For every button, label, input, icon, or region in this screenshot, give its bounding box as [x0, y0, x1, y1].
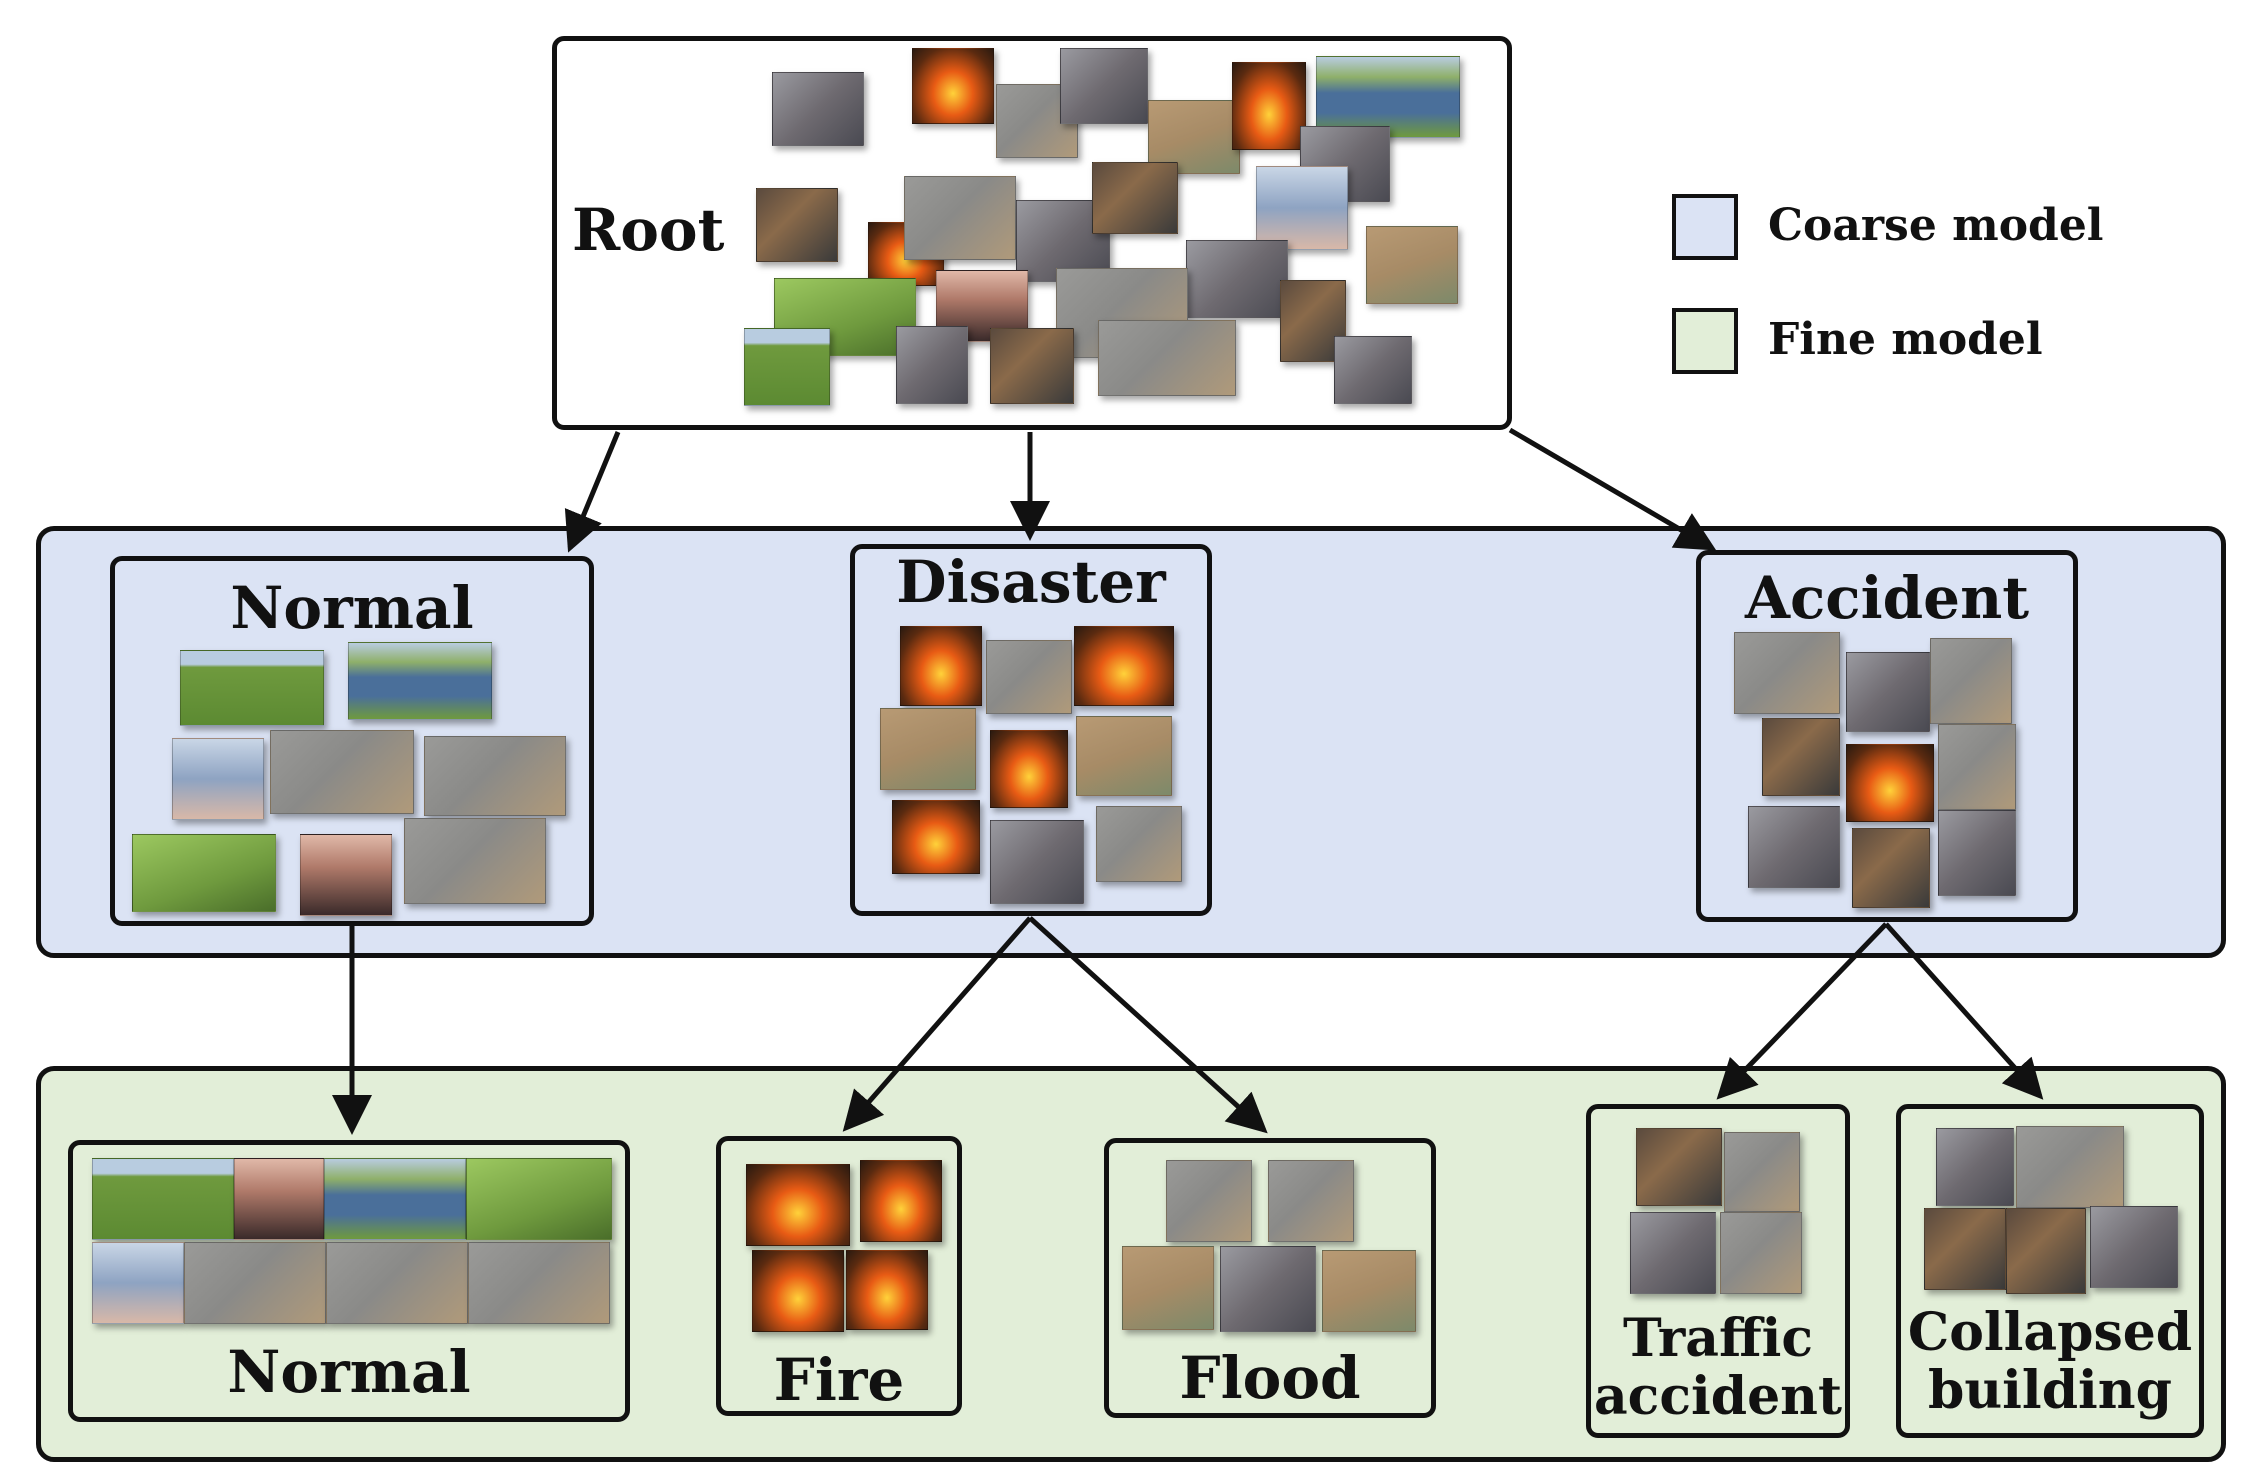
- fine-collapsed-label-line2: building: [1928, 1360, 2172, 1421]
- photo-thumbnail: [1322, 1250, 1416, 1332]
- photo-thumbnail: [404, 818, 546, 904]
- fine-fire-label: Fire: [773, 1346, 905, 1414]
- photo-thumbnail: [1924, 1208, 2006, 1290]
- coarse-node-normal: Normal: [110, 556, 594, 926]
- photo-thumbnail: [892, 800, 980, 874]
- photo-thumbnail: [1846, 652, 1930, 732]
- photo-thumbnail: [1930, 638, 2012, 724]
- photo-thumbnail: [1166, 1160, 1252, 1242]
- photo-thumbnail: [756, 188, 838, 262]
- fine-model-legend-label: Fine model: [1768, 314, 2043, 365]
- photo-thumbnail: [846, 1250, 928, 1330]
- photo-thumbnail: [1720, 1212, 1802, 1294]
- photo-thumbnail: [1268, 1160, 1354, 1242]
- fine-normal-label: Normal: [227, 1338, 471, 1406]
- coarse-model-swatch: [1672, 194, 1738, 260]
- photo-thumbnail: [900, 626, 982, 706]
- photo-thumbnail: [1256, 166, 1348, 250]
- photo-thumbnail: [896, 326, 968, 404]
- photo-thumbnail: [744, 328, 830, 406]
- photo-thumbnail: [1334, 336, 1412, 404]
- photo-thumbnail: [772, 72, 864, 146]
- photo-thumbnail: [990, 730, 1068, 808]
- photo-thumbnail: [1316, 56, 1460, 138]
- photo-thumbnail: [1060, 48, 1148, 124]
- photo-thumbnail: [180, 650, 324, 726]
- photo-thumbnail: [1074, 626, 1174, 706]
- photo-thumbnail: [132, 834, 276, 912]
- photo-thumbnail: [424, 736, 566, 816]
- photo-thumbnail: [1734, 632, 1840, 714]
- fine-node-collapsed-building: Collapsed building: [1896, 1104, 2204, 1438]
- photo-thumbnail: [172, 738, 264, 820]
- photo-thumbnail: [2016, 1126, 2124, 1208]
- root-label: Root: [572, 196, 725, 264]
- fine-flood-label: Flood: [1179, 1344, 1361, 1412]
- photo-thumbnail: [468, 1242, 610, 1324]
- photo-thumbnail: [92, 1158, 234, 1240]
- photo-thumbnail: [990, 820, 1084, 904]
- photo-thumbnail: [1122, 1246, 1214, 1330]
- photo-thumbnail: [348, 642, 492, 720]
- photo-thumbnail: [746, 1164, 850, 1246]
- photo-thumbnail: [324, 1158, 466, 1240]
- photo-thumbnail: [1852, 828, 1930, 908]
- photo-thumbnail: [1846, 744, 1934, 822]
- coarse-normal-label: Normal: [230, 574, 474, 642]
- fine-node-flood: Flood: [1104, 1138, 1436, 1418]
- photo-thumbnail: [912, 48, 994, 124]
- photo-thumbnail: [1092, 162, 1178, 234]
- photo-thumbnail: [752, 1250, 844, 1332]
- fine-node-fire: Fire: [716, 1136, 962, 1416]
- photo-thumbnail: [234, 1158, 324, 1240]
- fine-model-swatch: [1672, 308, 1738, 374]
- photo-thumbnail: [1630, 1212, 1716, 1294]
- photo-thumbnail: [1220, 1246, 1316, 1332]
- photo-thumbnail: [1098, 320, 1236, 396]
- photo-thumbnail: [1076, 716, 1172, 796]
- photo-thumbnail: [986, 640, 1072, 714]
- fine-collapsed-label-line1: Collapsed: [1907, 1302, 2193, 1363]
- photo-thumbnail: [92, 1242, 184, 1324]
- coarse-model-legend-label: Coarse model: [1768, 200, 2104, 251]
- photo-thumbnail: [1936, 1128, 2014, 1206]
- photo-thumbnail: [300, 834, 392, 916]
- photo-thumbnail: [1762, 718, 1840, 796]
- photo-thumbnail: [1938, 810, 2016, 896]
- photo-thumbnail: [1724, 1132, 1800, 1212]
- photo-thumbnail: [1148, 100, 1240, 174]
- photo-thumbnail: [326, 1242, 468, 1324]
- photo-thumbnail: [1232, 62, 1306, 150]
- photo-thumbnail: [2090, 1206, 2178, 1288]
- photo-thumbnail: [1366, 226, 1458, 304]
- coarse-disaster-label: Disaster: [896, 548, 1166, 616]
- photo-thumbnail: [990, 328, 1074, 404]
- photo-thumbnail: [1938, 724, 2016, 810]
- coarse-accident-label: Accident: [1744, 564, 2030, 632]
- photo-thumbnail: [904, 176, 1016, 260]
- photo-thumbnail: [880, 708, 976, 790]
- photo-thumbnail: [1748, 806, 1840, 888]
- photo-thumbnail: [860, 1160, 942, 1242]
- photo-thumbnail: [1186, 240, 1288, 318]
- photo-thumbnail: [2006, 1208, 2086, 1294]
- fine-node-normal: Normal: [68, 1140, 630, 1422]
- fine-traffic-label-line1: Traffic: [1622, 1308, 1814, 1369]
- photo-thumbnail: [270, 730, 414, 814]
- coarse-node-disaster: Disaster: [850, 544, 1212, 916]
- photo-thumbnail: [466, 1158, 612, 1240]
- coarse-node-accident: Accident: [1696, 550, 2078, 922]
- photo-thumbnail: [1096, 806, 1182, 882]
- photo-thumbnail: [184, 1242, 326, 1324]
- photo-thumbnail: [1636, 1128, 1722, 1206]
- fine-traffic-label-line2: accident: [1593, 1366, 1843, 1427]
- fine-node-traffic-accident: Traffic accident: [1586, 1104, 1850, 1438]
